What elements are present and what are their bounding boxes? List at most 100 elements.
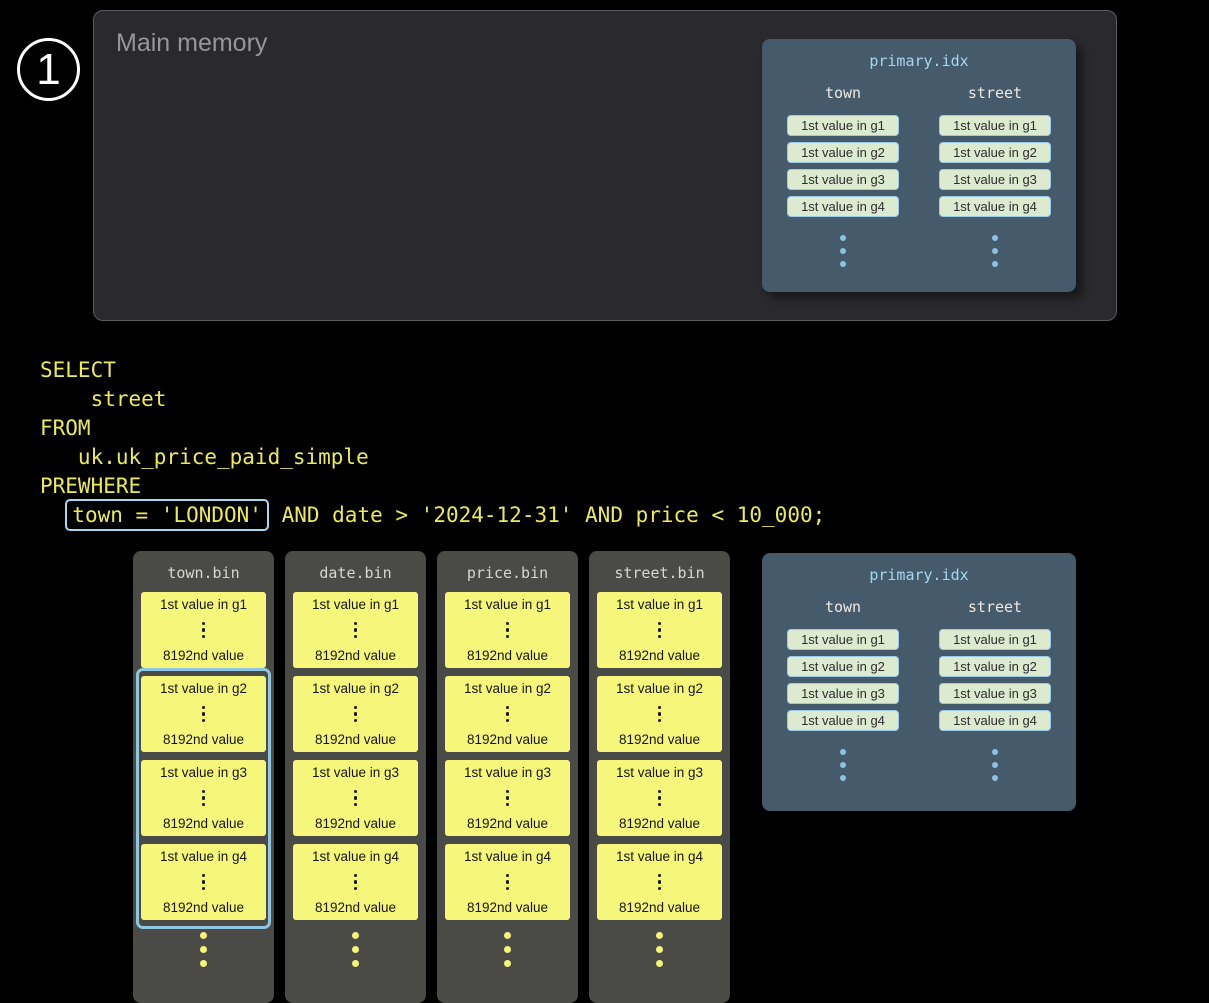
granule-ellipsis bbox=[657, 873, 662, 891]
granule-ellipsis bbox=[657, 789, 662, 807]
ellipsis-dots bbox=[437, 932, 578, 967]
granule-ellipsis bbox=[201, 789, 206, 807]
granule-last-value: 8192nd value bbox=[466, 732, 549, 747]
granule-block: 1st value in g2 8192nd value bbox=[445, 676, 570, 752]
granule-first-value: 1st value in g3 bbox=[159, 765, 248, 780]
sql-indent bbox=[40, 503, 65, 527]
granule-ellipsis bbox=[505, 789, 510, 807]
index-entry: 1st value in g1 bbox=[787, 629, 899, 650]
granule-last-value: 8192nd value bbox=[314, 732, 397, 747]
granule-block: 1st value in g2 8192nd value bbox=[597, 676, 722, 752]
granule-first-value: 1st value in g2 bbox=[159, 681, 248, 696]
granule-last-value: 8192nd value bbox=[466, 648, 549, 663]
granule-ellipsis bbox=[505, 621, 510, 639]
primary-idx-title: primary.idx bbox=[869, 52, 969, 70]
prewhere-highlight-box: town = 'LONDON' bbox=[65, 499, 269, 531]
granule-last-value: 8192nd value bbox=[162, 648, 245, 663]
granule-first-value: 1st value in g4 bbox=[159, 849, 248, 864]
granule-ellipsis bbox=[201, 705, 206, 723]
granule-block: 1st value in g1 8192nd value bbox=[445, 592, 570, 668]
bin-file-town: town.bin 1st value in g1 8192nd value 1s… bbox=[133, 551, 274, 1003]
granule-first-value: 1st value in g2 bbox=[463, 681, 552, 696]
granule-ellipsis bbox=[657, 705, 662, 723]
granule-block: 1st value in g3 8192nd value bbox=[597, 760, 722, 836]
granule-ellipsis bbox=[201, 873, 206, 891]
granule-last-value: 8192nd value bbox=[162, 816, 245, 831]
granule-first-value: 1st value in g1 bbox=[615, 597, 704, 612]
primary-idx-columns: town 1st value in g1 1st value in g2 1st… bbox=[762, 598, 1076, 781]
ellipsis-dots bbox=[992, 749, 998, 781]
index-entry: 1st value in g4 bbox=[939, 710, 1051, 731]
granule-block: 1st value in g4 8192nd value bbox=[445, 844, 570, 920]
granule-first-value: 1st value in g2 bbox=[615, 681, 704, 696]
granule-first-value: 1st value in g1 bbox=[463, 597, 552, 612]
primary-idx-panel-memory: primary.idx town 1st value in g1 1st val… bbox=[762, 39, 1076, 292]
granule-ellipsis bbox=[505, 705, 510, 723]
ellipsis-dots bbox=[840, 235, 846, 267]
index-entry: 1st value in g2 bbox=[939, 656, 1051, 677]
granule-last-value: 8192nd value bbox=[618, 648, 701, 663]
granule-block: 1st value in g2 8192nd value bbox=[293, 676, 418, 752]
sql-line: uk.uk_price_paid_simple bbox=[40, 445, 369, 469]
sql-line: street bbox=[40, 387, 167, 411]
granule-ellipsis bbox=[201, 621, 206, 639]
ellipsis-dots bbox=[133, 932, 274, 967]
index-entry: 1st value in g3 bbox=[787, 683, 899, 704]
index-entry: 1st value in g1 bbox=[787, 115, 899, 136]
index-entry: 1st value in g3 bbox=[939, 683, 1051, 704]
sql-line: SELECT bbox=[40, 358, 116, 382]
granule-last-value: 8192nd value bbox=[618, 732, 701, 747]
granule-block: 1st value in g1 8192nd value bbox=[597, 592, 722, 668]
index-entry: 1st value in g1 bbox=[939, 629, 1051, 650]
granule-last-value: 8192nd value bbox=[314, 648, 397, 663]
primary-idx-columns: town 1st value in g1 1st value in g2 1st… bbox=[762, 84, 1076, 267]
index-column-header-street: street bbox=[967, 84, 1023, 102]
index-entry: 1st value in g4 bbox=[939, 196, 1051, 217]
highlighted-predicate: town = 'LONDON' bbox=[72, 503, 262, 527]
index-entry: 1st value in g2 bbox=[787, 142, 899, 163]
sql-line: PREWHERE bbox=[40, 474, 142, 498]
index-entry: 1st value in g4 bbox=[787, 196, 899, 217]
granule-first-value: 1st value in g4 bbox=[463, 849, 552, 864]
granule-ellipsis bbox=[353, 873, 358, 891]
index-entry: 1st value in g2 bbox=[787, 656, 899, 677]
step-1-badge: 1 bbox=[17, 38, 80, 101]
bin-file-name: date.bin bbox=[319, 564, 392, 582]
primary-idx-panel-disk: primary.idx town 1st value in g1 1st val… bbox=[762, 553, 1076, 811]
index-entry: 1st value in g2 bbox=[939, 142, 1051, 163]
step-number: 1 bbox=[36, 44, 61, 94]
granule-first-value: 1st value in g1 bbox=[311, 597, 400, 612]
ellipsis-dots bbox=[285, 932, 426, 967]
granule-first-value: 1st value in g4 bbox=[311, 849, 400, 864]
granule-ellipsis bbox=[657, 621, 662, 639]
granule-last-value: 8192nd value bbox=[618, 900, 701, 915]
granule-ellipsis bbox=[353, 789, 358, 807]
granule-block: 1st value in g3 8192nd value bbox=[293, 760, 418, 836]
index-entry: 1st value in g3 bbox=[939, 169, 1051, 190]
granule-block: 1st value in g3 8192nd value bbox=[141, 760, 266, 836]
index-column-header-street: street bbox=[967, 598, 1023, 616]
granule-block: 1st value in g3 8192nd value bbox=[445, 760, 570, 836]
granule-block: 1st value in g1 8192nd value bbox=[141, 592, 266, 668]
index-column-street: street 1st value in g1 1st value in g2 1… bbox=[939, 84, 1051, 267]
index-entry: 1st value in g1 bbox=[939, 115, 1051, 136]
granule-first-value: 1st value in g4 bbox=[615, 849, 704, 864]
granule-ellipsis bbox=[505, 873, 510, 891]
index-column-street: street 1st value in g1 1st value in g2 1… bbox=[939, 598, 1051, 781]
ellipsis-dots bbox=[589, 932, 730, 967]
primary-idx-title: primary.idx bbox=[869, 566, 969, 584]
granule-block: 1st value in g2 8192nd value bbox=[141, 676, 266, 752]
granule-last-value: 8192nd value bbox=[314, 816, 397, 831]
granule-last-value: 8192nd value bbox=[162, 900, 245, 915]
index-entry: 1st value in g4 bbox=[787, 710, 899, 731]
granule-ellipsis bbox=[353, 705, 358, 723]
granule-first-value: 1st value in g3 bbox=[615, 765, 704, 780]
granule-block: 1st value in g1 8192nd value bbox=[293, 592, 418, 668]
granule-last-value: 8192nd value bbox=[162, 732, 245, 747]
bin-file-street: street.bin 1st value in g1 8192nd value … bbox=[589, 551, 730, 1003]
granule-block: 1st value in g4 8192nd value bbox=[141, 844, 266, 920]
granule-last-value: 8192nd value bbox=[618, 816, 701, 831]
index-entry: 1st value in g3 bbox=[787, 169, 899, 190]
granule-last-value: 8192nd value bbox=[466, 816, 549, 831]
